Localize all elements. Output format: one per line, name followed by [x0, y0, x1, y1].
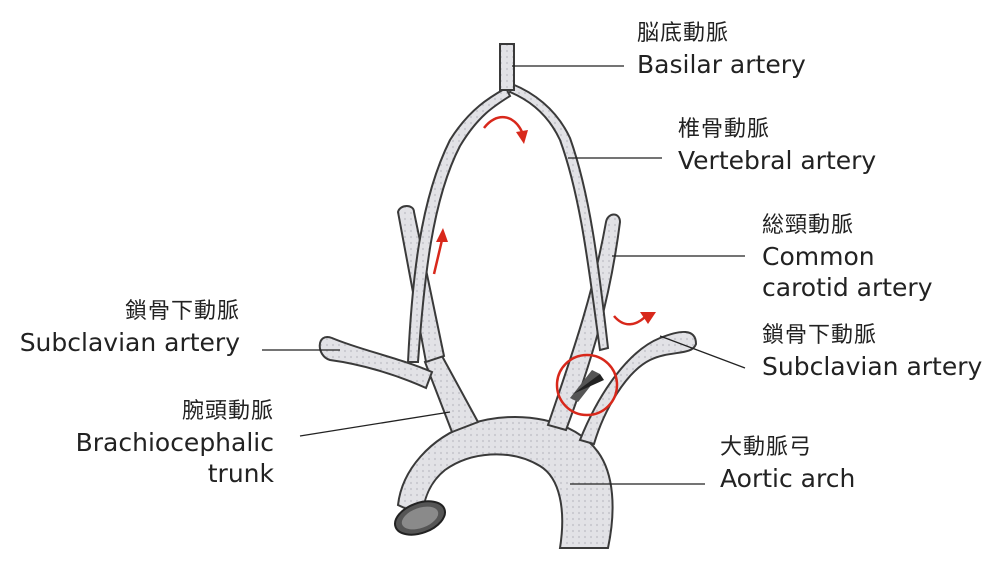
label-basilar-en: Basilar artery: [637, 50, 806, 79]
subclavian-artery-right: [578, 331, 698, 446]
aortic-arch: [394, 415, 614, 549]
label-brachiocephalic-trunk: 腕頭動脈 Brachiocephalic trunk: [40, 396, 274, 489]
label-vertebral-ja: 椎骨動脈: [678, 117, 771, 142]
label-brachiocephalic-en1: Brachiocephalic: [75, 428, 274, 457]
label-vertebral-artery: 椎骨動脈 Vertebral artery: [678, 114, 876, 176]
flow-arrow-basilar: [483, 116, 528, 144]
label-aortic-arch-en: Aortic arch: [720, 464, 856, 493]
label-subclavian-artery-right: 鎖骨下動脈 Subclavian artery: [762, 320, 982, 382]
label-subclavian-artery-left: 鎖骨下動脈 Subclavian artery: [10, 296, 240, 358]
label-common-carotid-en2: carotid artery: [762, 273, 933, 302]
flow-arrow-subclavian-right: [613, 312, 656, 326]
vertebral-artery-left: [406, 86, 512, 363]
label-common-carotid-ja: 総頸動脈: [762, 213, 855, 238]
label-basilar-ja: 脳底動脈: [637, 21, 730, 46]
subclavian-artery-left: [318, 336, 434, 390]
label-basilar-artery: 脳底動脈 Basilar artery: [637, 18, 806, 80]
label-brachiocephalic-ja: 腕頭動脈: [181, 399, 274, 424]
leader-lines: [262, 65, 746, 485]
label-subclavian-right-en: Subclavian artery: [762, 352, 983, 381]
label-subclavian-left-en: Subclavian artery: [19, 328, 240, 357]
label-common-carotid-artery: 総頸動脈 Common carotid artery: [762, 210, 933, 303]
label-vertebral-en: Vertebral artery: [678, 146, 877, 175]
label-subclavian-left-ja: 鎖骨下動脈: [124, 299, 240, 324]
label-aortic-arch-ja: 大動脈弓: [720, 435, 813, 460]
label-aortic-arch: 大動脈弓 Aortic arch: [720, 432, 855, 494]
basilar-artery: [499, 43, 515, 91]
flow-arrow-vertebral-left: [432, 228, 448, 275]
stenosis-marker: [555, 353, 619, 417]
label-brachiocephalic-en2: trunk: [207, 459, 274, 488]
label-subclavian-right-ja: 鎖骨下動脈: [762, 323, 878, 348]
brachiocephalic-trunk: [423, 354, 480, 434]
label-common-carotid-en1: Common: [762, 242, 875, 271]
